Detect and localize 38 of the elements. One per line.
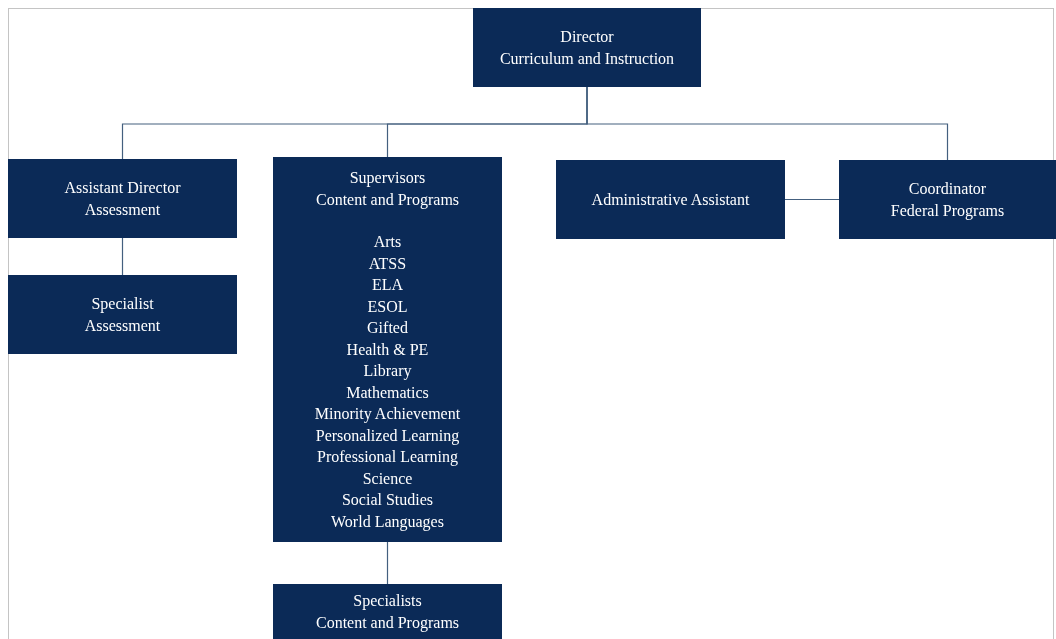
box-text: Library	[363, 361, 412, 382]
org-box	[273, 584, 502, 639]
box-text: Assistant Director	[64, 178, 181, 198]
box-text: Supervisors	[349, 168, 426, 189]
box-text: Professional Learning	[317, 447, 458, 468]
box-text: Minority Achievement	[314, 404, 461, 425]
connector-line	[586, 86, 949, 161]
box-text: Science	[362, 468, 413, 489]
box-text: Administrative Assistant	[591, 189, 750, 210]
connector-line	[784, 198, 840, 201]
org-box	[8, 275, 237, 354]
box-text: Coordinator	[908, 179, 987, 199]
box-text: Arts	[373, 232, 402, 252]
org-box	[556, 160, 785, 239]
box-text: ELA	[371, 275, 404, 295]
box-text: Director	[560, 27, 614, 47]
box-text: Mathematics	[346, 382, 429, 403]
box-text: Content and Programs	[315, 612, 460, 633]
org-box	[473, 8, 701, 87]
box-text: World Languages	[331, 511, 444, 532]
box-text: Specialists	[353, 591, 422, 612]
box-text: ATSS	[368, 253, 407, 274]
org-box	[8, 159, 237, 238]
box-text: Personalized Learning	[315, 425, 460, 446]
box-text: Health & PE	[346, 339, 429, 360]
box-text: Curriculum and Instruction	[499, 48, 675, 69]
connector-line	[121, 237, 124, 276]
org-box	[273, 157, 502, 542]
box-text: Social Studies	[341, 490, 434, 510]
box-text: Specialist	[91, 294, 154, 315]
org-box	[839, 160, 1056, 239]
box-text: Content and Programs	[315, 189, 460, 210]
box-text: Assessment	[84, 315, 161, 336]
box-text: Gifted	[367, 318, 408, 338]
box-text: ESOL	[367, 296, 408, 317]
box-text: Federal Programs	[890, 200, 1005, 221]
box-text: Assessment	[84, 199, 161, 220]
connector-line	[386, 541, 389, 585]
